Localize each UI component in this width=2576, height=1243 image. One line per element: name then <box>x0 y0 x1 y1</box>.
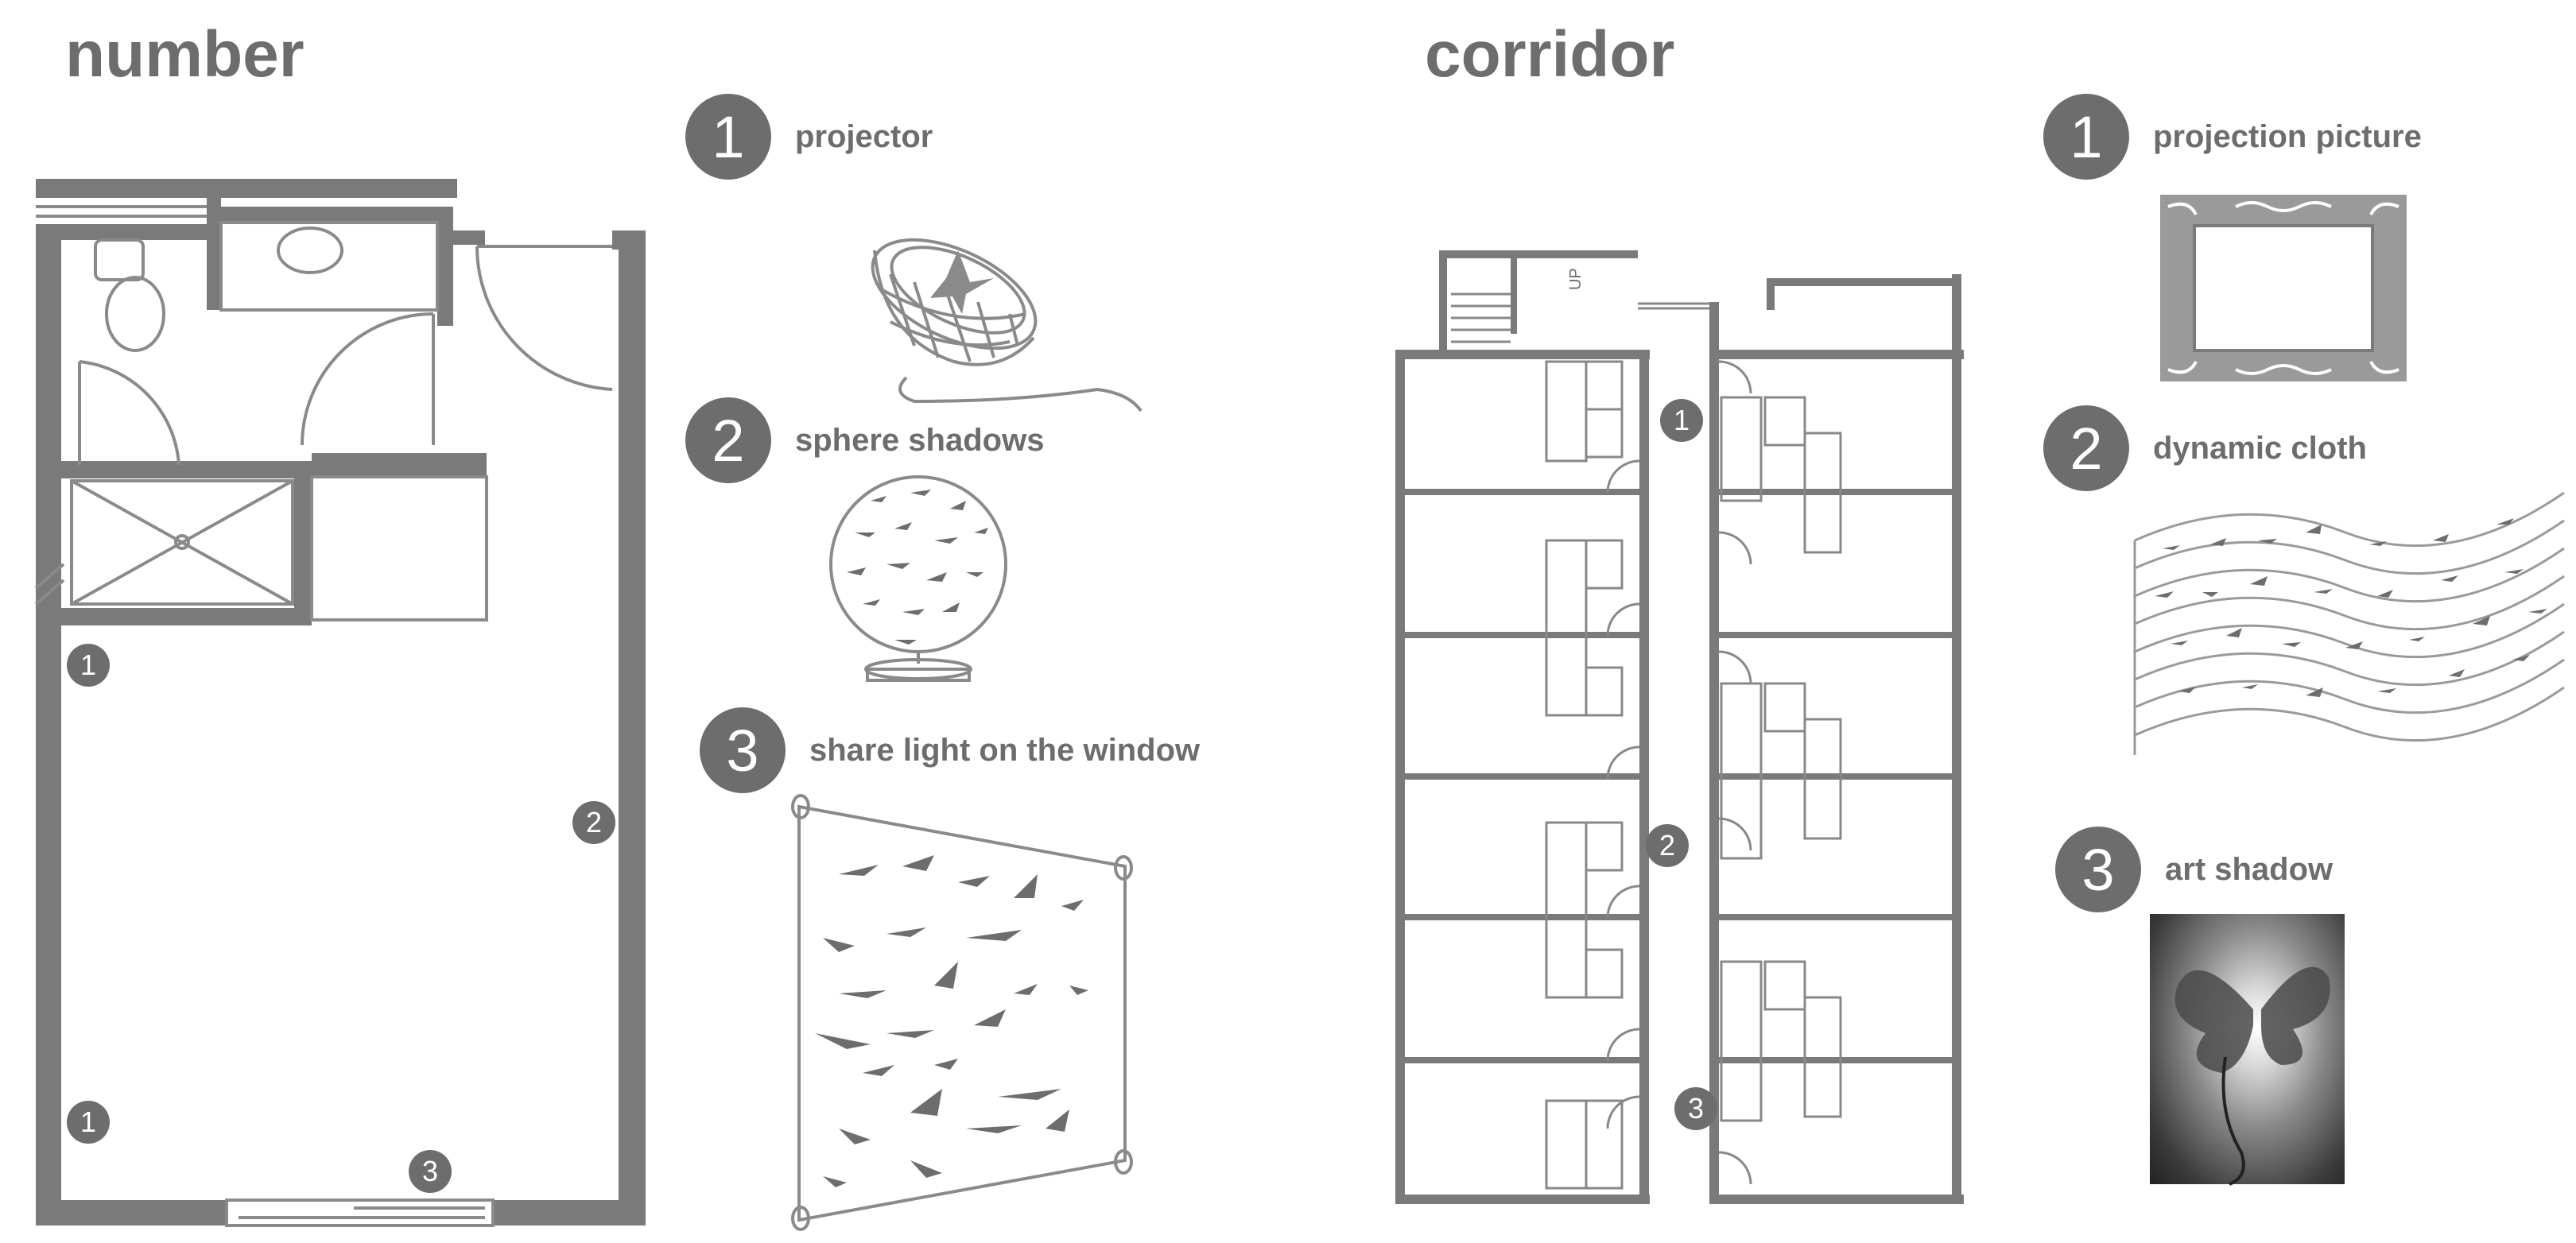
corridor-marker-cloth: 2 <box>1646 824 1689 867</box>
legend-number-badge: 3 <box>2055 827 2141 912</box>
plan-marker-projector-2: 1 <box>67 1101 110 1144</box>
legend-number-badge: 1 <box>2043 94 2129 180</box>
legend-label: sphere shadows <box>795 422 1045 458</box>
legend-number-badge: 3 <box>700 707 786 793</box>
room-floor-plan <box>34 179 646 1227</box>
legend-item-art-shadow: 3 art shadow <box>2055 827 2333 912</box>
plan-marker-projector: 1 <box>67 644 110 687</box>
sphere-shadows-illustration <box>829 475 1007 682</box>
legend-item-sphere: 2 sphere shadows <box>685 397 1044 483</box>
corridor-floor-plan: UP <box>1395 250 1964 1204</box>
corridor-marker-shadow: 3 <box>1674 1087 1717 1130</box>
legend-number-badge: 2 <box>2043 405 2129 491</box>
window-shade-illustration <box>791 794 1133 1231</box>
art-shadow-photo <box>2150 914 2345 1186</box>
legend-number-badge: 1 <box>685 94 771 180</box>
legend-label: art shadow <box>2165 851 2334 887</box>
legend-item-projection-picture: 1 projection picture <box>2043 94 2422 180</box>
legend-label: projector <box>795 118 933 154</box>
projector-illustration <box>871 238 1143 412</box>
legend-label: projection picture <box>2153 118 2422 154</box>
legend-item-projector: 1 projector <box>685 94 933 180</box>
legend-item-window: 3 share light on the window <box>700 707 1200 793</box>
butterfly-shadow-icon <box>2174 966 2330 1186</box>
ornate-frame-illustration <box>2160 195 2407 381</box>
dynamic-cloth-illustration <box>2133 491 2565 755</box>
legend-label: share light on the window <box>809 732 1201 768</box>
plan-marker-sphere: 2 <box>572 801 615 844</box>
legend-label: dynamic cloth <box>2153 430 2367 466</box>
plan-marker-window: 3 <box>409 1150 452 1193</box>
right-section-title: corridor <box>1425 18 1675 91</box>
corridor-marker-picture: 1 <box>1660 399 1703 442</box>
left-section-title: number <box>65 18 305 91</box>
legend-number-badge: 2 <box>685 397 771 483</box>
stair-label: UP <box>1567 268 1585 290</box>
legend-item-dynamic-cloth: 2 dynamic cloth <box>2043 405 2367 491</box>
